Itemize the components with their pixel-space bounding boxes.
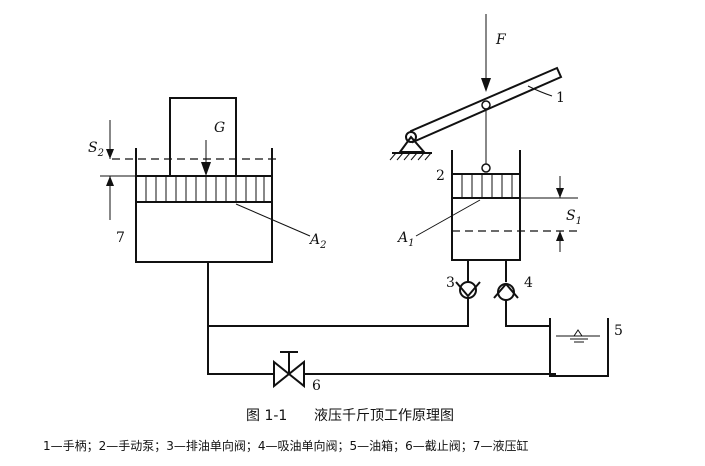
discharge-check-valve	[455, 281, 481, 299]
suction-valve-number: 4	[524, 275, 533, 291]
area-small-label: A1	[396, 230, 415, 249]
suction-check-valve	[493, 282, 519, 301]
pipes	[207, 260, 556, 375]
figure-number: 图 1-1	[246, 408, 287, 424]
discharge-valve-number: 3	[446, 275, 455, 291]
figure-legend: 1—手柄；2—手动泵；3—排油单向阀；4—吸油单向阀；5—油箱；6—截止阀；7—…	[43, 438, 528, 453]
hand-pump	[415, 150, 578, 261]
stop-valve	[273, 351, 305, 389]
lever-number: 1	[556, 90, 565, 106]
cylinder-number: 7	[116, 230, 125, 246]
force-label: F	[495, 32, 507, 48]
stop-valve-number: 6	[312, 378, 321, 394]
hydraulic-cylinder	[100, 97, 311, 263]
tank-number: 5	[614, 323, 623, 339]
oil-tank	[549, 318, 609, 377]
stroke-small-label: S1	[566, 208, 582, 227]
load-label: G	[214, 120, 225, 136]
pump-number: 2	[436, 168, 445, 184]
figure-title: 液压千斤顶工作原理图	[314, 408, 454, 424]
lever-handle	[389, 14, 563, 173]
area-big-label: A2	[308, 232, 327, 251]
stroke-big-label: S2	[88, 140, 104, 159]
